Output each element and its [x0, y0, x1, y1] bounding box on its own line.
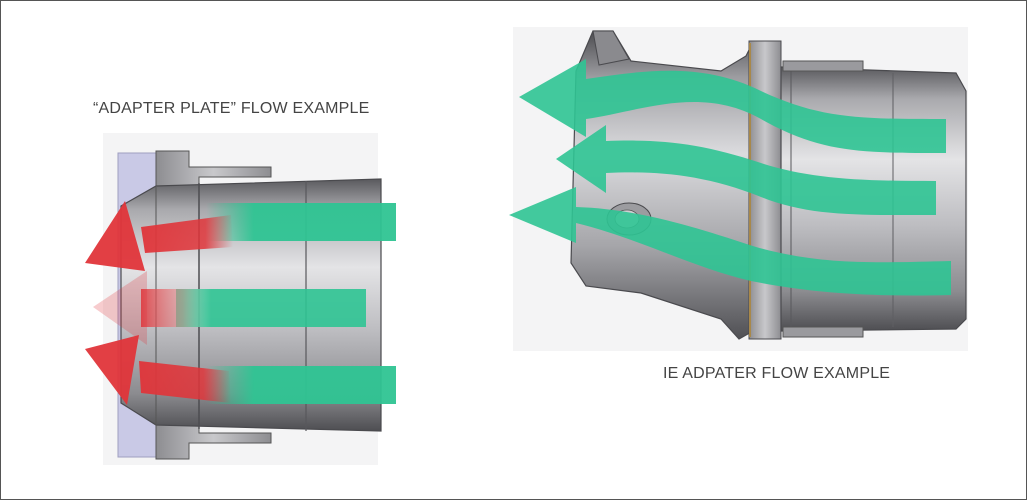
left-outflow-arrow-top [85, 201, 233, 271]
left-inflow-arrow-top [206, 203, 396, 241]
adapter-plate-assembly [85, 133, 396, 465]
adapter-plate-caption: “ADAPTER PLATE” FLOW EXAMPLE [93, 100, 370, 117]
ie-adapter-assembly [509, 27, 968, 351]
left-inflow-arrow-bottom [206, 366, 396, 404]
right-inflow-arrow-bottom [509, 187, 951, 296]
right-inflow-arrow-top [519, 59, 946, 153]
left-outflow-arrow-middle [93, 271, 211, 345]
right-inflow-arrow-middle [556, 125, 936, 216]
left-outflow-arrow-bottom [85, 335, 231, 405]
ie-adapter-caption: IE ADPATER FLOW EXAMPLE [663, 365, 891, 382]
